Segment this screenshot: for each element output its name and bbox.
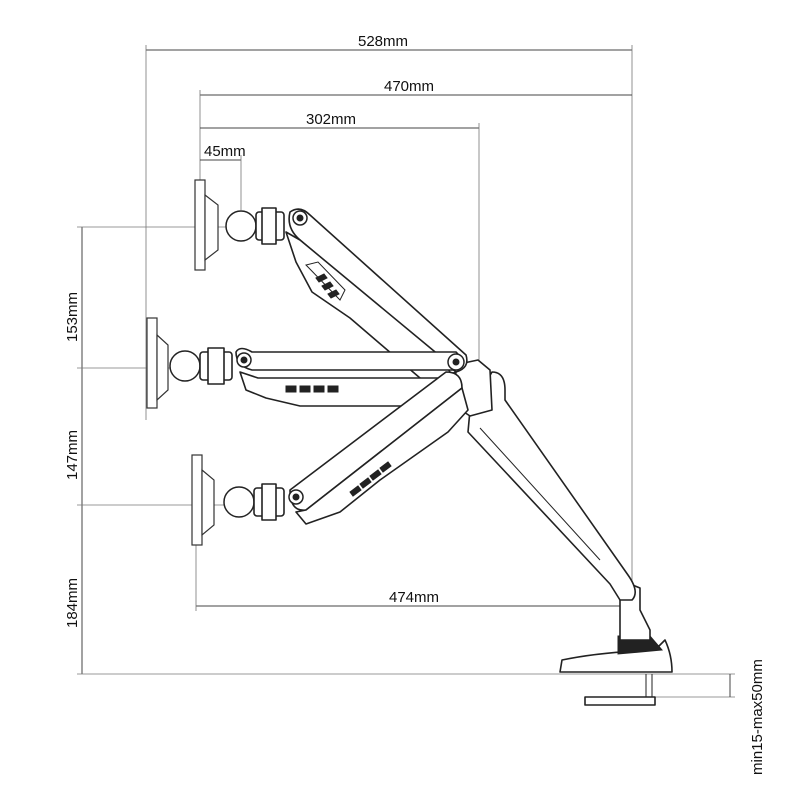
vent-slots-middle — [285, 385, 339, 393]
label-184mm: 184mm — [64, 578, 81, 628]
label-147mm: 147mm — [64, 430, 81, 480]
vent-slots-upper — [315, 273, 340, 299]
dimension-labels: 528mm 470mm 302mm 45mm 474mm 153mm 147mm… — [64, 33, 766, 775]
label-528mm: 528mm — [358, 33, 408, 50]
label-desk-thickness: min15-max50mm — [749, 659, 766, 775]
vent-slots-lower — [349, 461, 392, 497]
label-302mm: 302mm — [306, 111, 356, 128]
desk-clamp — [559, 635, 673, 706]
label-470mm: 470mm — [384, 78, 434, 95]
arm-upper-position — [194, 179, 468, 385]
post-and-boom — [439, 359, 651, 641]
label-474mm: 474mm — [389, 589, 439, 606]
label-45mm: 45mm — [204, 143, 246, 160]
label-153mm: 153mm — [64, 292, 81, 342]
arm-lower-position — [191, 371, 469, 546]
